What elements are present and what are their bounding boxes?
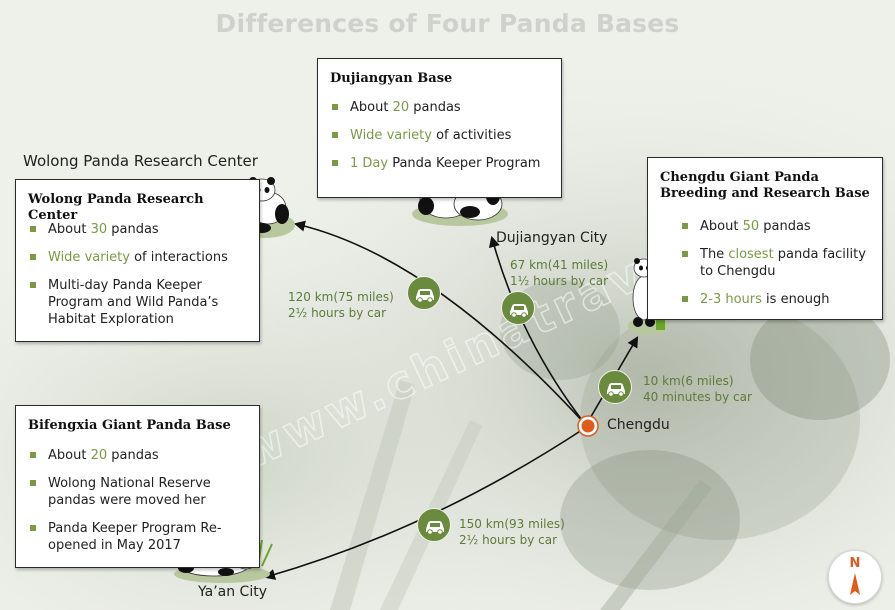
route-info-wolong: 120 km(75 miles) 2½ hours by car <box>288 289 394 321</box>
dujiangyan-item: About 20 pandas <box>330 99 555 116</box>
chengdu-label: Chengdu <box>607 417 670 433</box>
wolong-item: Wide variety of interactions <box>28 249 253 266</box>
dujiangyan-base-box: Dujiangyan Base About 20 pandas Wide var… <box>317 58 562 198</box>
page-title: Differences of Four Panda Bases <box>215 9 680 38</box>
route-distance: 67 km(41 miles) <box>510 258 609 272</box>
route-time: 2½ hours by car <box>288 306 387 320</box>
yaan-city-label: Ya’an City <box>198 584 267 600</box>
chengdu-base-title: Chengdu Giant Panda Breeding and Researc… <box>660 170 870 201</box>
route-distance: 10 km(6 miles) <box>643 374 734 388</box>
dujiangyan-city-label: Dujiangyan City <box>496 230 608 246</box>
chengdu-base-item: The closest panda facility to Chengdu <box>680 246 876 280</box>
route-distance: 120 km(75 miles) <box>288 290 394 304</box>
wolong-location-label: Wolong Panda Research Center <box>23 152 258 170</box>
compass-north-label: N <box>849 556 861 571</box>
route-time: 2½ hours by car <box>459 533 558 547</box>
car-icon <box>598 370 632 404</box>
bifengxia-base-title: Bifengxia Giant Panda Base <box>28 418 231 433</box>
bifengxia-item: About 20 pandas <box>28 447 253 464</box>
dujiangyan-item: Wide variety of activities <box>330 127 555 144</box>
route-time: 40 minutes by car <box>643 390 752 404</box>
car-icon <box>407 276 441 310</box>
bifengxia-base-box: Bifengxia Giant Panda Base About 20 pand… <box>15 405 260 568</box>
bifengxia-item: Wolong National Reserve pandas were move… <box>28 475 238 509</box>
route-line-dujiangyan <box>488 235 586 425</box>
route-info-yaan: 150 km(93 miles) 2½ hours by car <box>459 516 565 548</box>
bifengxia-item: Panda Keeper Program Re-opened in May 20… <box>28 520 243 554</box>
route-info-dujiangyan: 67 km(41 miles) 1½ hours by car <box>510 257 608 289</box>
chengdu-base-box: Chengdu Giant Panda Breeding and Researc… <box>647 157 883 320</box>
dujiangyan-base-title: Dujiangyan Base <box>330 71 453 86</box>
wolong-center-box: Wolong Panda Research Center About 30 pa… <box>15 179 260 342</box>
dujiangyan-item: 1 Day Panda Keeper Program <box>330 155 555 172</box>
compass-icon: N <box>828 550 882 604</box>
car-icon <box>501 291 535 325</box>
route-time: 1½ hours by car <box>510 274 609 288</box>
car-icon <box>417 508 451 542</box>
wolong-center-title: Wolong Panda Research Center <box>28 192 204 223</box>
chengdu-base-item: 2-3 hours is enough <box>680 291 876 308</box>
route-distance: 150 km(93 miles) <box>459 517 565 531</box>
wolong-item: About 30 pandas <box>28 221 253 238</box>
chengdu-base-item: About 50 pandas <box>680 218 876 235</box>
wolong-item: Multi-day Panda Keeper Program and Wild … <box>28 277 243 328</box>
route-info-chengdu-base: 10 km(6 miles) 40 minutes by car <box>643 373 752 405</box>
